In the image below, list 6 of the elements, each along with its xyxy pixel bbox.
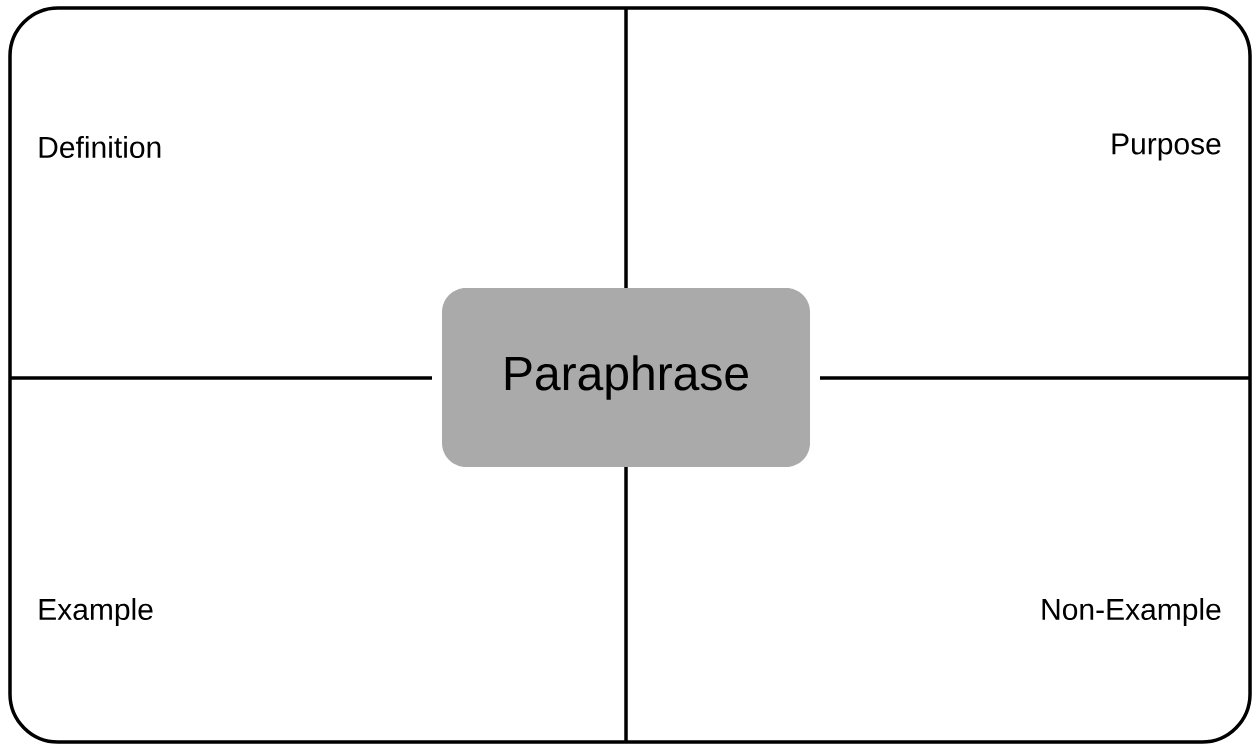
title-box: Paraphrase: [442, 288, 810, 467]
quadrant-label: Example: [39, 598, 153, 626]
quadrant-label: Purpose: [1112, 133, 1221, 161]
quadrant-label: Non-Example: [1042, 598, 1221, 626]
frame-box: [8, 6, 1252, 744]
quadrant-label: Definition: [39, 136, 161, 158]
